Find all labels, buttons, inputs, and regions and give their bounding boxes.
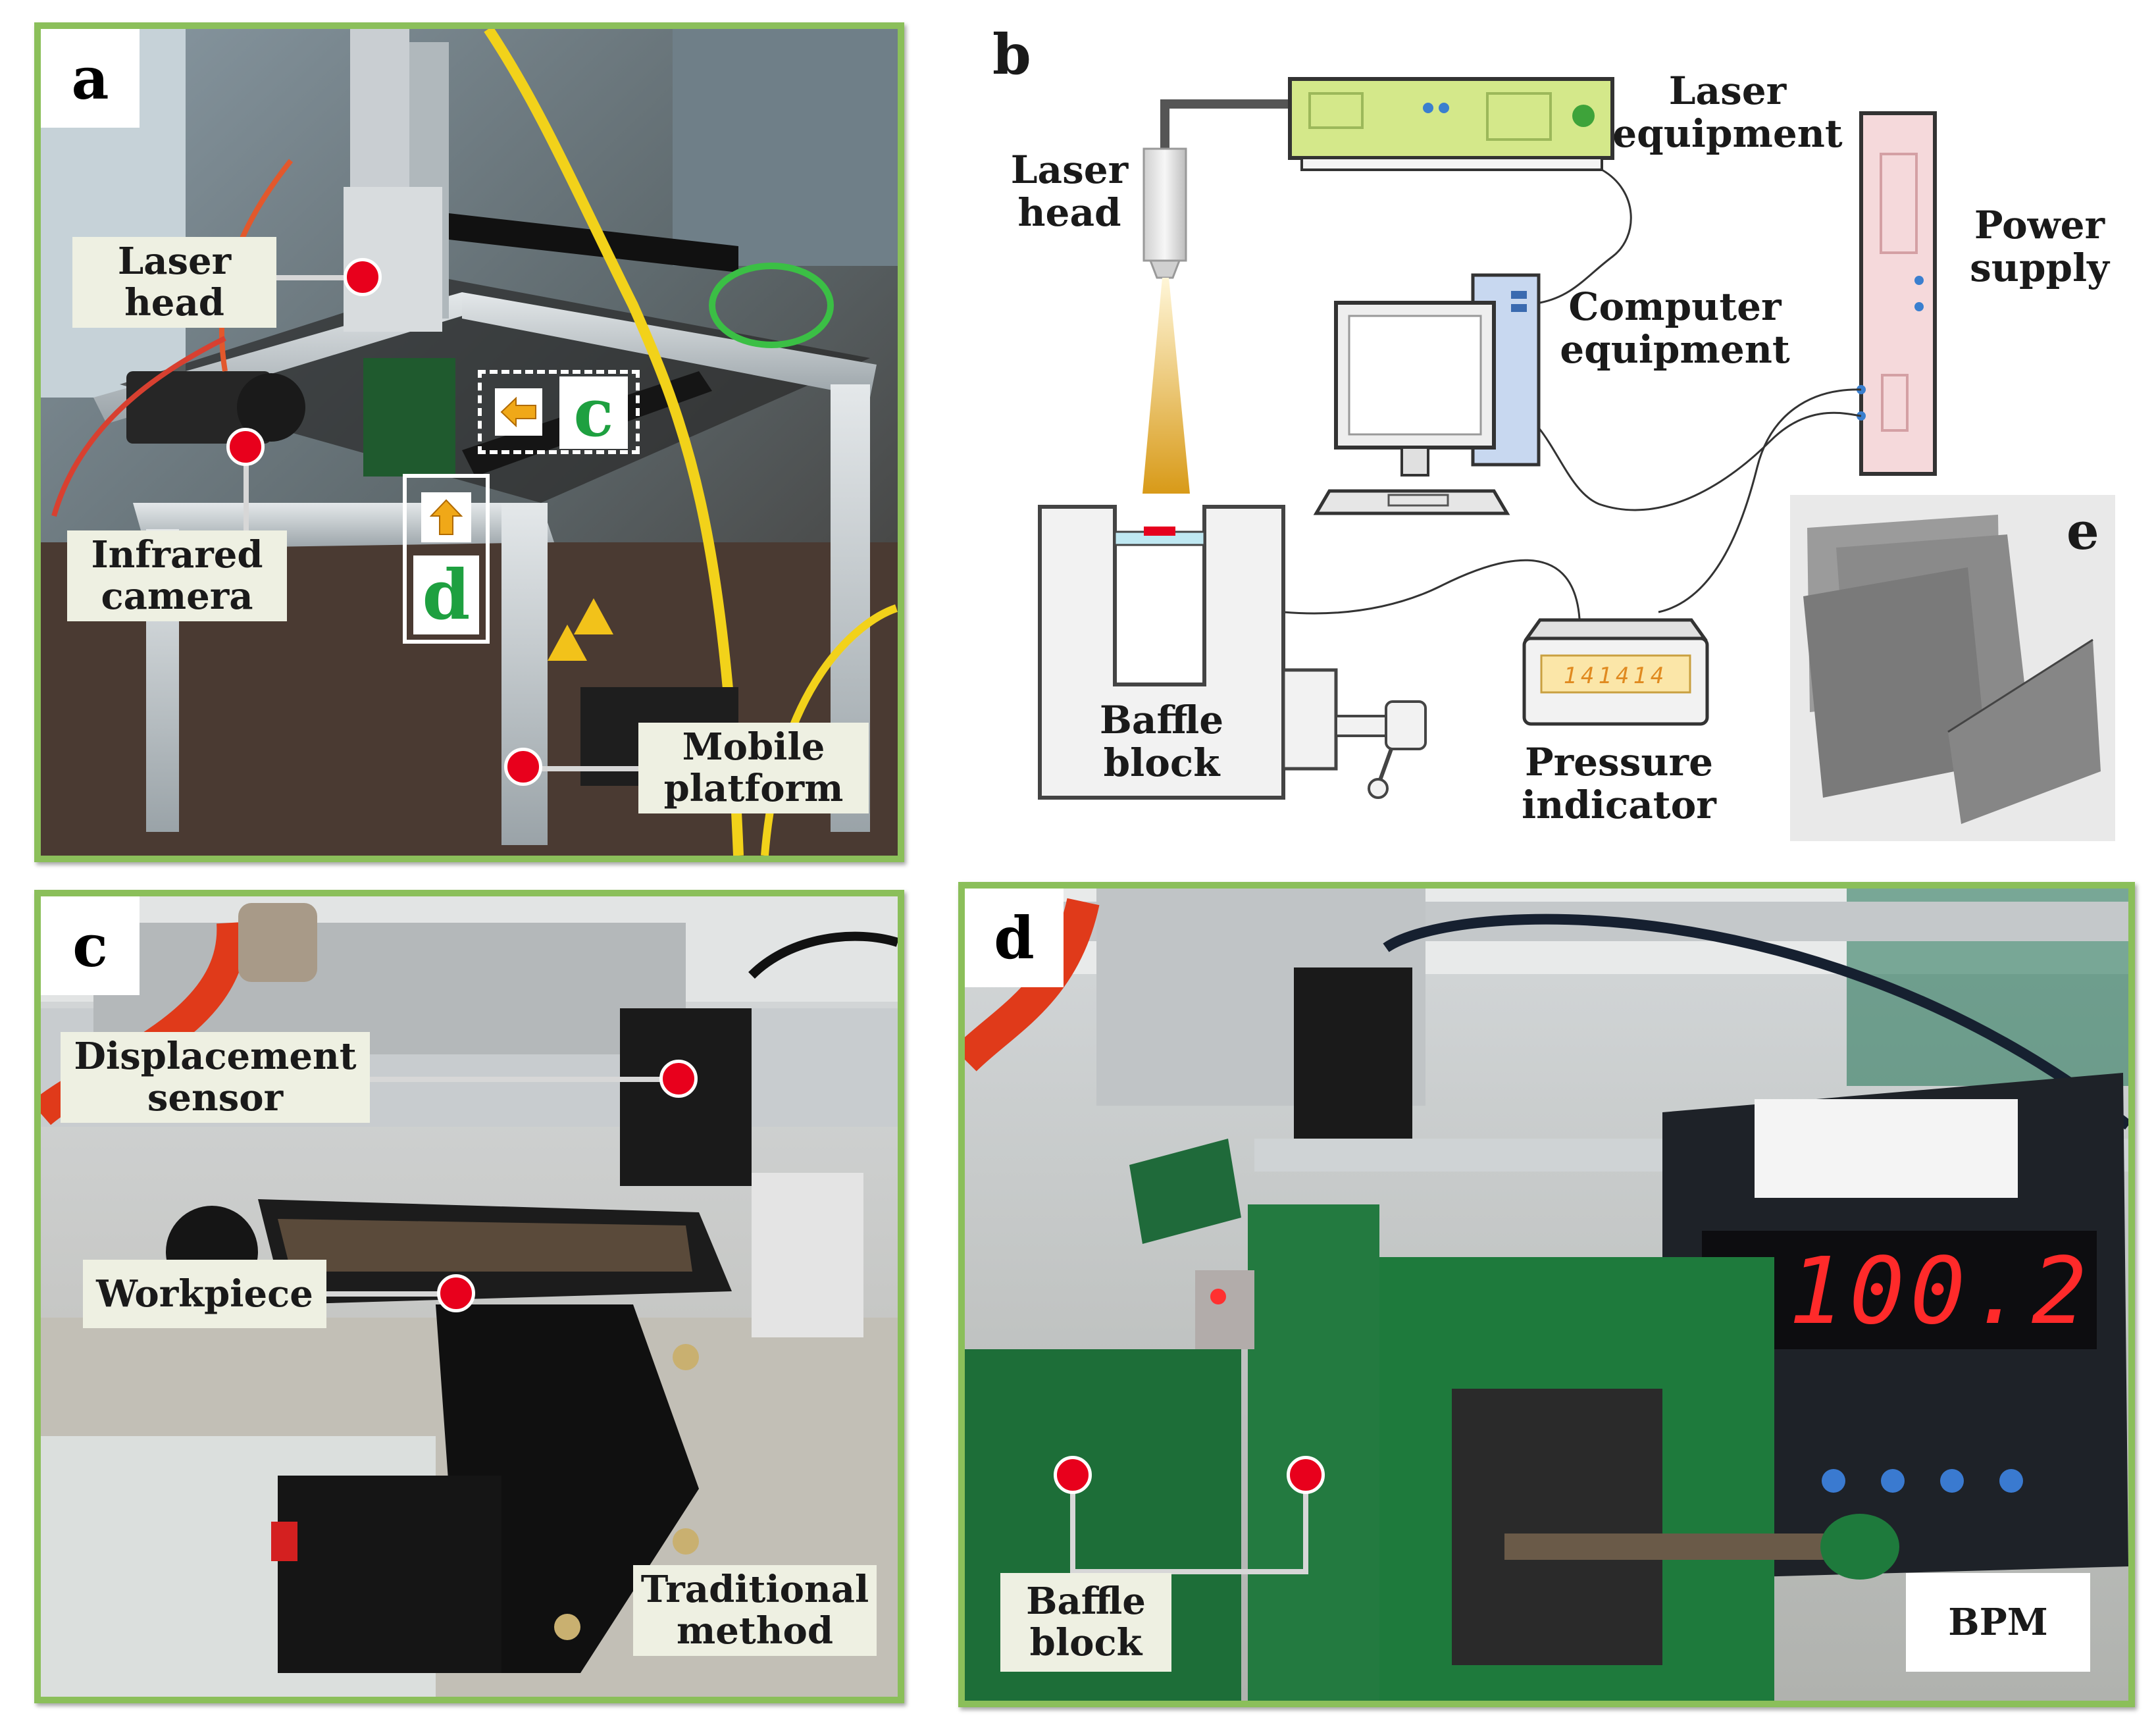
panel-letter-b: b xyxy=(992,22,1031,87)
callout-infrared-camera-line1: Infrared xyxy=(91,533,263,577)
callout-baffle-block-line2: block xyxy=(1029,1621,1142,1664)
label-laser-head-line1: Laser xyxy=(1010,147,1129,192)
pressure-display-text: 141414 xyxy=(1564,663,1668,689)
callout-displacement-sensor-line1: Displacement xyxy=(74,1035,357,1079)
arrow-up-icon xyxy=(421,492,471,542)
panel-letter-c: c xyxy=(41,896,140,995)
callout-baffle-block-line1: Baffle xyxy=(1026,1580,1146,1624)
label-pressure-indicator-line1: Pressure xyxy=(1524,740,1713,785)
panel-b: b xyxy=(941,20,2126,842)
callout-displacement-sensor-line2: sensor xyxy=(147,1076,284,1120)
callout-mobile-platform-line2: platform xyxy=(663,767,844,810)
callout-workpiece: Workpiece xyxy=(83,1260,326,1328)
marker-mobile-platform xyxy=(504,748,542,786)
label-computer-equipment: Computer equipment xyxy=(1560,286,1790,371)
callout-infrared-camera-line2: camera xyxy=(101,575,253,618)
label-pressure-indicator-line2: indicator xyxy=(1522,782,1716,827)
callout-infrared-camera: Infrared camera xyxy=(67,530,287,621)
callout-displacement-sensor: Displacement sensor xyxy=(61,1032,370,1123)
panel-d-photo: - 100.2 xyxy=(965,889,2128,1701)
panel-e: e xyxy=(1790,495,2115,841)
label-power-supply: Power supply xyxy=(1964,204,2115,290)
baffle-block-leader-left xyxy=(1070,1481,1075,1573)
callout-baffle-block: Baffle block xyxy=(1000,1573,1171,1672)
callout-bpm: BPM xyxy=(1906,1573,2090,1672)
callout-laser-head-line2: head xyxy=(124,281,224,324)
inset-letter-c: c xyxy=(559,376,628,449)
marker-laser-head xyxy=(344,258,382,296)
label-pressure-indicator: Pressure indicator xyxy=(1520,741,1718,827)
label-computer-equipment-line1: Computer xyxy=(1568,284,1782,329)
baffle-block-leader-right xyxy=(1303,1481,1308,1573)
label-baffle-block-line2: block xyxy=(1103,740,1220,785)
callout-mobile-platform: Mobile platform xyxy=(638,723,869,813)
callout-laser-head-line1: Laser xyxy=(117,240,232,284)
panel-b-schematic: 141414 xyxy=(1038,77,1937,800)
displacement-sensor-leader-line xyxy=(363,1077,673,1082)
workpiece-leader-line xyxy=(324,1291,455,1297)
panel-c-photo xyxy=(41,896,898,1697)
label-laser-equipment-line2: equipment xyxy=(1612,111,1843,156)
marker-baffle-right xyxy=(1287,1456,1325,1494)
label-laser-head-line2: head xyxy=(1017,190,1121,235)
panel-c: c Displacement sensor Workpiece Traditio… xyxy=(34,890,904,1703)
inset-letter-d: d xyxy=(413,555,479,634)
baffle-block-icon xyxy=(1038,505,1285,800)
panel-letter-a: a xyxy=(41,29,140,128)
label-power-supply-line1: Power xyxy=(1974,203,2105,247)
callout-traditional-method-line2: method xyxy=(677,1609,833,1653)
power-supply-icon xyxy=(1859,111,1937,476)
inset-box-d: d xyxy=(403,474,490,644)
callout-traditional-method: Traditional method xyxy=(633,1565,877,1656)
label-computer-equipment-line2: equipment xyxy=(1560,326,1790,372)
label-laser-equipment-line1: Laser xyxy=(1668,68,1787,113)
callout-workpiece-text: Workpiece xyxy=(96,1272,313,1316)
label-laser-equipment: Laser equipment xyxy=(1612,68,1842,155)
callout-bpm-text: BPM xyxy=(1948,1600,2048,1644)
panel-a: a c d Laser head Infrared camera Mobile … xyxy=(34,22,904,862)
arrow-left-icon xyxy=(495,388,542,436)
callout-mobile-platform-line1: Mobile xyxy=(682,725,825,769)
marker-baffle-left xyxy=(1054,1456,1092,1494)
panel-letter-d: d xyxy=(965,889,1064,987)
label-power-supply-line2: supply xyxy=(1970,245,2109,290)
label-laser-head: Laser head xyxy=(994,149,1145,234)
label-baffle-block: Baffle block xyxy=(1086,699,1237,785)
baffle-block-leader-bridge xyxy=(1070,1569,1308,1574)
marker-workpiece xyxy=(437,1274,475,1312)
callout-laser-head: Laser head xyxy=(72,237,276,328)
panel-d: - 100.2 d Baffle block BPM xyxy=(958,882,2135,1707)
label-baffle-block-line1: Baffle xyxy=(1099,698,1224,742)
inset-box-c: c xyxy=(478,370,640,454)
laser-equipment-icon xyxy=(1288,77,1614,160)
laser-head-leader-line xyxy=(271,275,358,280)
panel-e-photo xyxy=(1803,515,2101,824)
marker-displacement-sensor xyxy=(659,1060,698,1098)
callout-traditional-method-line1: Traditional xyxy=(640,1568,869,1612)
panel-letter-e: e xyxy=(2066,502,2099,561)
infrared-camera-leader-line xyxy=(244,450,249,534)
laser-head-icon xyxy=(1142,147,1187,262)
marker-infrared-camera xyxy=(226,428,265,466)
mobile-platform-leader-line xyxy=(528,766,646,771)
